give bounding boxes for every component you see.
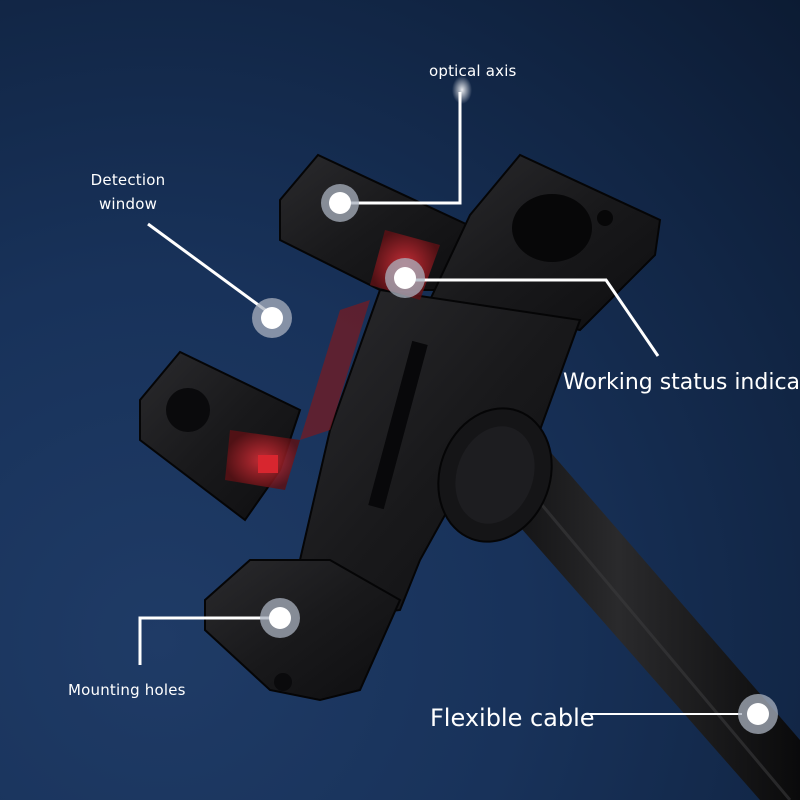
marker-working-status xyxy=(385,258,425,298)
marker-detection-window xyxy=(252,298,292,338)
marker-flexible-cable xyxy=(738,694,778,734)
label-detection-window-line1: Detection xyxy=(90,171,166,189)
line-detection-window xyxy=(147,222,269,314)
label-optical-axis: optical axis xyxy=(429,62,517,80)
flexible-cable-shape xyxy=(470,440,800,800)
label-mounting-holes: Mounting holes xyxy=(68,681,186,699)
label-flexible-cable: Flexible cable xyxy=(430,704,595,732)
marker-optical-axis xyxy=(321,184,359,222)
callout-lines xyxy=(138,92,742,715)
label-detection-window: Detection window xyxy=(88,168,168,216)
label-detection-window-line2: window xyxy=(98,195,158,213)
marker-mounting-holes xyxy=(260,598,300,638)
line-mounting-holes xyxy=(138,616,280,665)
line-optical-axis xyxy=(340,92,462,205)
label-working-status-indicator: Working status indicator xyxy=(563,370,800,395)
line-working-status xyxy=(408,278,660,357)
sensor-body xyxy=(139,153,662,702)
callout-markers xyxy=(252,184,778,734)
